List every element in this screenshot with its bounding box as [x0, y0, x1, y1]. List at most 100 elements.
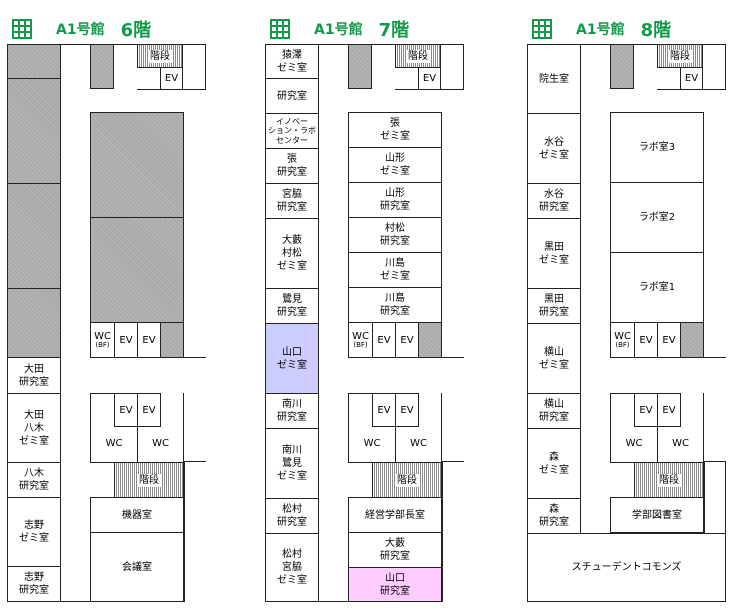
room: 南川 研究室 [265, 393, 319, 429]
stairs: 階段 [114, 462, 184, 498]
wall [90, 393, 91, 463]
floor-plan-7f: A1号館 7階 猿澤 ゼミ室 研究室 イノベー ション・ラボ センター 張 研究… [258, 0, 478, 616]
wall [463, 44, 464, 90]
service-shaft [680, 322, 704, 358]
stairs: 階段 [372, 462, 442, 498]
service-shaft [7, 78, 61, 184]
building-icon [12, 19, 32, 39]
elevator: EV [680, 67, 703, 90]
service-shaft [90, 217, 184, 323]
room: 機器室 [90, 497, 184, 533]
wall [137, 393, 138, 463]
room: 大藪 研究室 [348, 532, 442, 568]
room: 会議室 [90, 532, 184, 602]
elevator: EV [114, 322, 138, 358]
room: 南川 鷺見 ゼミ室 [265, 428, 319, 499]
service-shaft [7, 183, 61, 289]
room: 山形 ゼミ室 [348, 147, 442, 183]
room: 大田 研究室 [7, 357, 61, 394]
stairs: 階段 [395, 44, 441, 68]
elevator: EV [395, 322, 419, 358]
restroom: WC(BF) [610, 322, 635, 358]
elevator: EV [395, 393, 419, 427]
room: 院生室 [527, 44, 581, 114]
restroom: WC [625, 437, 643, 449]
room: 張 ゼミ室 [348, 112, 442, 148]
service-shaft [348, 44, 372, 89]
building-icon [270, 19, 290, 39]
building-name: A1号館 [576, 22, 625, 38]
wall [348, 462, 372, 463]
elevator: EV [657, 322, 681, 358]
wall [704, 461, 726, 462]
room: 森 ゼミ室 [527, 428, 581, 499]
wall [183, 357, 206, 358]
elevator: EV [137, 322, 161, 358]
room: 志野 ゼミ室 [7, 497, 61, 567]
floor-number: 6階 [120, 20, 152, 41]
elevator: EV [372, 393, 396, 427]
room: イノベー ション・ラボ センター [265, 113, 319, 149]
building-name: A1号館 [56, 22, 105, 38]
building-name: A1号館 [314, 22, 363, 38]
service-shaft [90, 44, 114, 89]
elevator: EV [160, 67, 183, 90]
wall [703, 393, 704, 463]
restroom: WC(BF) [90, 322, 115, 358]
floor-number: 8階 [640, 20, 672, 41]
service-shaft [418, 322, 442, 358]
wall [704, 461, 705, 533]
service-shaft [90, 112, 184, 218]
elevator: EV [137, 393, 161, 427]
wall [610, 462, 634, 463]
room: 黒田 ゼミ室 [527, 218, 581, 289]
room: 大田 八木 ゼミ室 [7, 393, 61, 463]
room: スチューデントコモンズ [527, 533, 726, 602]
wall [395, 393, 396, 463]
restroom: WC [152, 437, 169, 449]
service-shaft [7, 288, 61, 358]
room: 八木 研究室 [7, 462, 61, 498]
wall [348, 393, 349, 463]
room: 黒田 研究室 [527, 288, 581, 324]
wall [442, 461, 443, 602]
room: 松村 研究室 [265, 498, 319, 534]
room: 大藪 村松 ゼミ室 [265, 218, 319, 289]
room: 横山 ゼミ室 [527, 323, 581, 394]
building-icon [532, 19, 552, 39]
elevator: EV [372, 322, 396, 358]
wall [441, 393, 442, 463]
room: 経営学部長室 [348, 497, 442, 533]
restroom: WC [672, 437, 689, 449]
room: ラボ室2 [610, 182, 704, 253]
room-highlighted: 山口 研究室 [348, 567, 442, 602]
floor-title-7f: A1号館 7階 [270, 16, 409, 42]
room: 川島 研究室 [348, 287, 442, 323]
service-shaft [7, 44, 61, 79]
elevator: EV [418, 67, 441, 90]
wall [725, 44, 726, 90]
room: ラボ室3 [610, 112, 704, 183]
room: 松村 宮脇 ゼミ室 [265, 533, 319, 602]
wall [184, 461, 206, 462]
room: 研究室 [265, 78, 319, 114]
wall [183, 393, 184, 463]
elevator: EV [634, 393, 658, 427]
room: 学部図書室 [610, 497, 704, 533]
service-shaft [160, 322, 184, 358]
wall [205, 44, 206, 90]
wall [184, 461, 185, 602]
floor-plan-8f: A1号館 8階 院生室 水谷 ゼミ室 水谷 研究室 黒田 ゼミ室 黒田 研究室 … [520, 0, 740, 616]
floor-title-6f: A1号館 6階 [12, 16, 151, 42]
room: 水谷 ゼミ室 [527, 113, 581, 184]
room: 志野 研究室 [7, 566, 61, 602]
room-highlighted: 山口 ゼミ室 [265, 323, 319, 394]
wall [441, 357, 464, 358]
elevator: EV [634, 322, 658, 358]
floor-plan-6f: A1号館 6階 大田 研究室 大田 八木 ゼミ室 八木 研究室 志野 ゼミ室 志… [0, 0, 220, 616]
wall [610, 393, 611, 463]
room: 森 研究室 [527, 498, 581, 534]
room: 川島 ゼミ室 [348, 252, 442, 288]
room: 張 研究室 [265, 148, 319, 184]
stairs: 階段 [634, 462, 704, 498]
